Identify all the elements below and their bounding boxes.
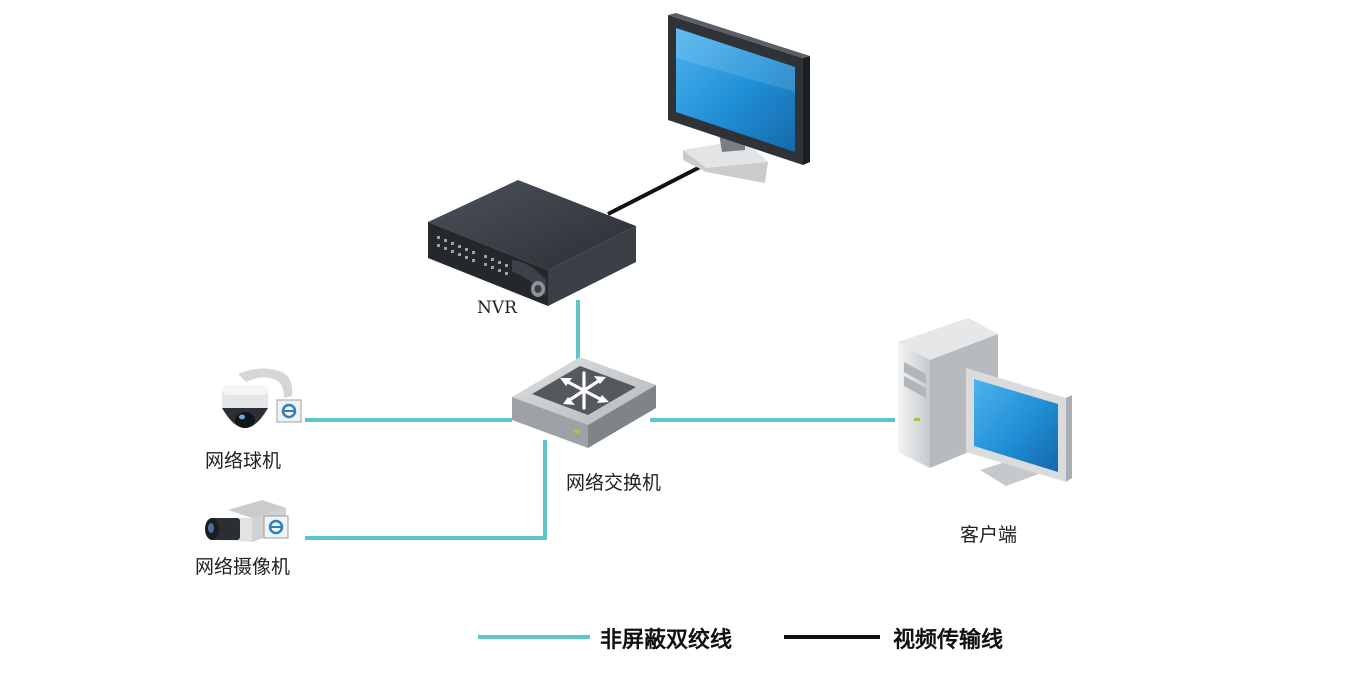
- switch-label: 网络交换机: [566, 472, 662, 494]
- utp-line-camera-switch: [305, 440, 547, 540]
- ptz-dome-camera-icon: [222, 368, 293, 428]
- legend-utp-label: 非屏蔽双绞线: [600, 628, 733, 653]
- monitor-icon: [668, 13, 810, 183]
- legend-video-label: 视频传输线: [893, 628, 1004, 653]
- connection-lines: [305, 164, 895, 540]
- ie-browser-icon: [276, 399, 302, 423]
- nvr-icon: [428, 180, 636, 306]
- nvr-label: NVR: [477, 298, 517, 318]
- ptz-camera-label: 网络球机: [205, 450, 282, 472]
- network-camera-label: 网络摄像机: [195, 556, 291, 578]
- client-label: 客户端: [960, 524, 1018, 546]
- video-line-nvr-monitor: [607, 164, 703, 216]
- network-switch-icon: [512, 357, 656, 448]
- desktop-computer-icon: [898, 318, 1072, 486]
- ie-browser-icon: [263, 515, 289, 539]
